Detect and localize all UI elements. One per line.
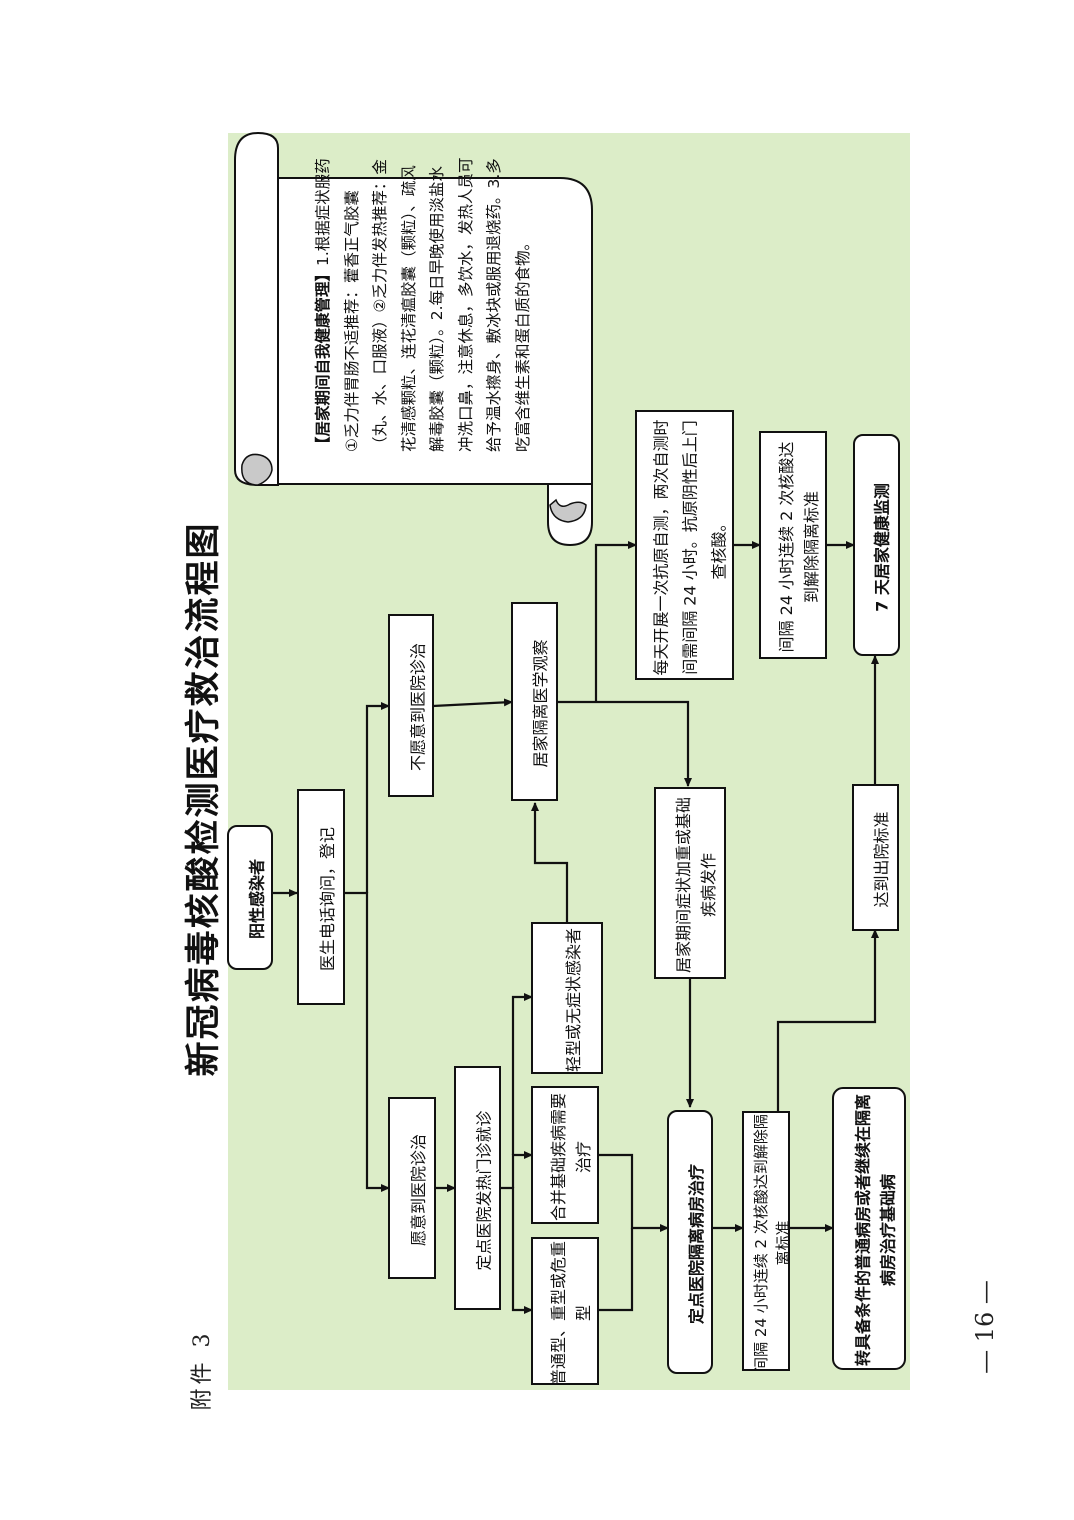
connectors: [272, 541, 879, 1314]
node-home-isolation: [511, 602, 558, 801]
label-worsen: 居家期间症状加重或基础疾病发作: [674, 797, 718, 974]
scroll-note-heading: 【居家期间自我健康管理】: [314, 265, 332, 452]
node-willing-hospital: [388, 1097, 436, 1279]
scroll-shape: [234, 131, 593, 547]
node-daily-test: [635, 410, 734, 680]
scroll-note: 【居家期间自我健康管理】1.根据症状服药 ①乏力伴胃肠不适推荐：藿香正气胶囊（丸…: [309, 152, 559, 452]
label-comorbid: 合并基础疾病需要治疗: [549, 1093, 593, 1222]
label-fever-clinic: 定点医院发热门诊就诊: [474, 1110, 494, 1271]
label-home-isolation: 居家隔离医学观察: [531, 639, 550, 768]
node-transfer: [832, 1087, 906, 1370]
label-transfer: 转具备条件的普通病房或者继续在隔离病房治疗基础病: [853, 1094, 898, 1367]
label-severe: 普通型、重型或危重型: [549, 1241, 593, 1386]
label-positive: 阳性感染者: [247, 859, 266, 940]
node-interval-hospital: [742, 1111, 790, 1371]
label-hospital-treat: 定点医院隔离病房治疗: [686, 1164, 706, 1325]
label-interval-home: 间隔 24 小时连续 2 次核酸达到解除隔离标准: [777, 441, 821, 653]
label-mild: 轻型或无症状感染者: [563, 928, 583, 1073]
label-unwilling-hospital: 不愿意到医院诊治: [408, 643, 427, 772]
node-unwilling-hospital: [388, 614, 434, 797]
node-mild: [531, 922, 603, 1074]
label-discharge-std: 达到出院标准: [872, 811, 891, 908]
node-discharge-std: [852, 784, 899, 931]
node-boxes: [227, 410, 906, 1385]
node-comorbid: [531, 1086, 599, 1224]
node-fever-clinic: [454, 1066, 501, 1310]
node-worsen: [654, 787, 726, 979]
node-hospital-treat: [667, 1110, 713, 1374]
label-willing-hospital: 愿意到医院诊治: [408, 1134, 428, 1247]
node-interval-home: [759, 431, 827, 659]
label-daily-test: 每天开展一次抗原自测，两次自测时间需间隔 24 小时。抗原阴性后上门查核酸。: [651, 419, 729, 676]
label-home-monitor: 7 天居家健康监测: [872, 483, 892, 612]
label-phone: 医生电话询问，登记: [317, 827, 337, 972]
node-severe: [531, 1237, 599, 1385]
node-phone: [297, 789, 345, 1005]
label-interval-hospital: 间隔 24 小时连续 2 次核酸达到解除隔离标准: [752, 1114, 792, 1372]
node-positive: [227, 825, 273, 970]
node-home-monitor: [853, 434, 900, 656]
scroll-note-body: 1.根据症状服药 ①乏力伴胃肠不适推荐：藿香正气胶囊（丸、水、口服液）②乏力伴发…: [314, 157, 532, 452]
